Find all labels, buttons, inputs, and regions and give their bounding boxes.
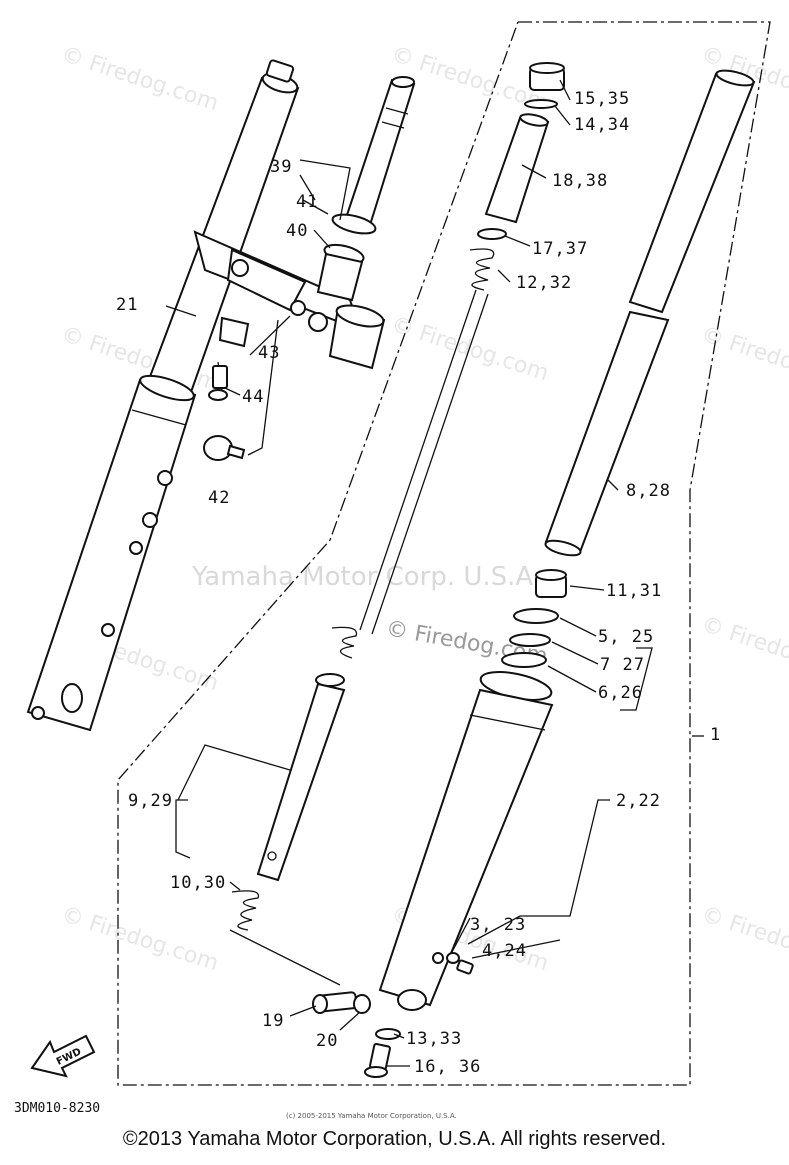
label-10-30: 10,30	[170, 873, 226, 893]
label-39: 39	[270, 157, 292, 177]
footer-copyright: ©2013 Yamaha Motor Corporation, U.S.A. A…	[122, 1128, 667, 1150]
label-17-37: 17,37	[532, 239, 588, 259]
label-7-27: 7 27	[600, 655, 645, 675]
watermark-center: Yamaha Motor Corp. U.S.A.	[191, 562, 541, 592]
label-1: 1	[710, 725, 721, 745]
label-2-22: 2,22	[616, 791, 661, 811]
label-5-25: 5, 25	[598, 627, 654, 647]
label-43: 43	[258, 343, 280, 363]
label-16-36: 16, 36	[414, 1057, 481, 1077]
label-15-35: 15,35	[574, 89, 630, 109]
watermark-site: © Firedog.com	[698, 612, 789, 686]
diagram-code: 3DM010-8230	[14, 1101, 100, 1116]
steering-stem-bracket	[193, 76, 416, 370]
label-42: 42	[208, 488, 230, 508]
fasteners-left	[203, 316, 250, 461]
fasteners-lower	[312, 991, 371, 1014]
watermark-site: © Firedog.com	[58, 42, 221, 116]
label-18-38: 18,38	[552, 171, 608, 191]
watermark-site: © Firedog.com	[698, 902, 789, 976]
assembly-boundary	[117, 21, 771, 1086]
label-9-29: 9,29	[128, 791, 173, 811]
leader-lines	[165, 79, 704, 1067]
label-11-31: 11,31	[606, 581, 662, 601]
label-40: 40	[286, 221, 308, 241]
label-4-24: 4,24	[482, 941, 527, 961]
label-8-28: 8,28	[626, 481, 671, 501]
part-labels: 21 39 41 40 43 44 42 15,35 14,34 18,38 1…	[116, 89, 721, 1077]
exploded-parts-diagram: © Firedog.com © Firedog.com © Firedog.co…	[14, 21, 789, 1120]
damper-rod-assembly	[231, 62, 565, 931]
fwd-arrow-icon: FWD	[30, 1034, 96, 1078]
label-6-26: 6,26	[598, 683, 643, 703]
label-41: 41	[296, 192, 318, 212]
watermark-site: © Firedog.com	[58, 902, 221, 976]
label-13-33: 13,33	[406, 1029, 462, 1049]
label-14-34: 14,34	[574, 115, 630, 135]
label-44: 44	[242, 387, 264, 407]
label-3-23: 3, 23	[470, 915, 526, 935]
assembled-fork-leg	[26, 59, 300, 732]
fork-tubes	[364, 69, 756, 1078]
small-copyright-notice: (c) 2005-2015 Yamaha Motor Corporation, …	[286, 1112, 457, 1120]
label-20: 20	[316, 1031, 338, 1051]
label-19: 19	[262, 1011, 284, 1031]
label-21: 21	[116, 295, 138, 315]
label-12-32: 12,32	[516, 273, 572, 293]
